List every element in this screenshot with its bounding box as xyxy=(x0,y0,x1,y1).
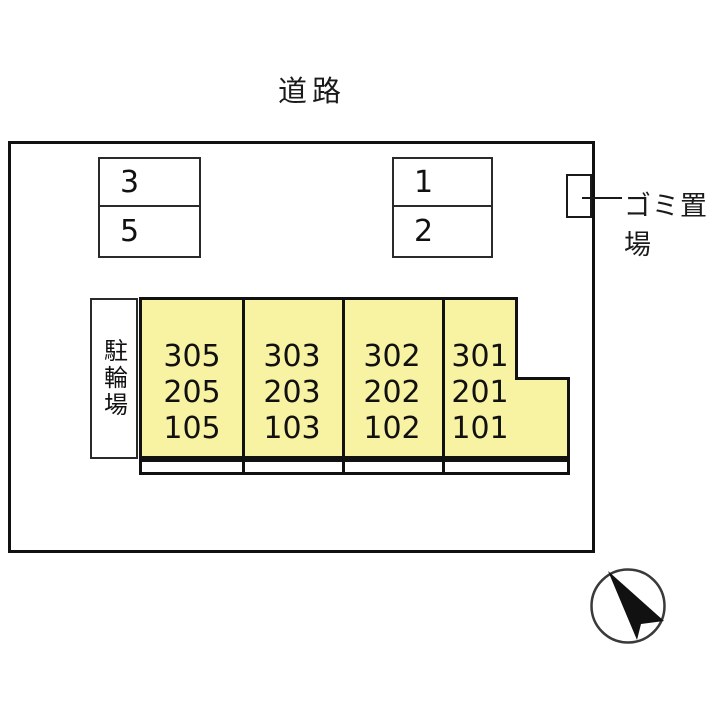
room-number: 203 xyxy=(263,375,321,410)
room-number: 102 xyxy=(363,411,421,446)
room-number: 101 xyxy=(451,411,509,446)
building-block-rooms-1: 305 205 105 xyxy=(137,339,247,447)
corridor-strip-segment xyxy=(442,459,570,475)
parking-space-label: 3 xyxy=(120,164,140,200)
parking-area-left: 3 5 xyxy=(98,157,201,258)
parking-space-label: 1 xyxy=(414,164,434,200)
room-number: 301 xyxy=(451,339,509,374)
corridor-strip-segment xyxy=(139,459,245,475)
room-number: 202 xyxy=(363,375,421,410)
building-block-divider xyxy=(442,300,445,456)
building-block-divider xyxy=(342,300,345,456)
building-block-rooms-2: 303 203 103 xyxy=(237,339,347,447)
corridor-strip-segment xyxy=(342,459,445,475)
parking-space-5: 5 xyxy=(98,205,201,258)
parking-area-right: 1 2 xyxy=(392,157,493,258)
building-extension xyxy=(515,377,570,459)
room-number: 205 xyxy=(163,375,221,410)
corridor-strip-segment xyxy=(242,459,345,475)
room-number: 105 xyxy=(163,411,221,446)
road-label: 道路 xyxy=(278,74,347,108)
room-number: 201 xyxy=(451,375,509,410)
bicycle-parking-box: 駐輪場 xyxy=(90,298,138,459)
north-arrow-icon xyxy=(590,568,666,644)
garbage-area-label: ゴミ置場 xyxy=(624,191,708,261)
bicycle-parking-label: 駐輪場 xyxy=(99,338,128,419)
room-number: 302 xyxy=(363,339,421,374)
parking-space-3: 3 xyxy=(98,157,201,207)
room-number: 305 xyxy=(163,339,221,374)
building-block-rooms-4: 301 201 101 xyxy=(425,339,535,447)
building-block-divider xyxy=(242,300,245,456)
room-number: 303 xyxy=(263,339,321,374)
parking-space-2: 2 xyxy=(392,205,493,258)
building-outline xyxy=(139,297,518,459)
parking-space-1: 1 xyxy=(392,157,493,207)
parking-space-label: 5 xyxy=(120,214,140,249)
garbage-area-box xyxy=(566,174,592,218)
room-number: 103 xyxy=(263,411,321,446)
building-block-rooms-3: 302 202 102 xyxy=(337,339,447,447)
garbage-leader-line xyxy=(582,197,622,199)
parking-space-label: 2 xyxy=(414,214,434,249)
